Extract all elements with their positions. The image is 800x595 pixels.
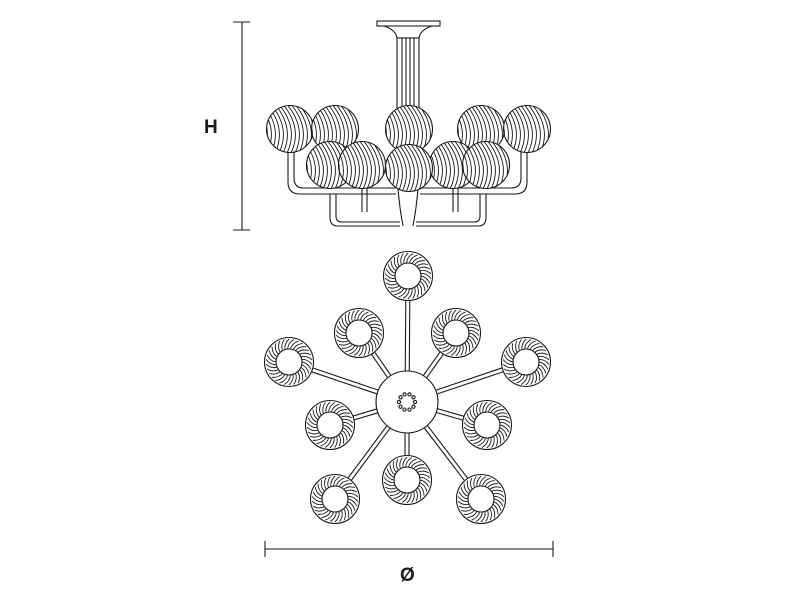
arm-line [353, 408, 377, 417]
arm-line [408, 301, 411, 372]
arm-line [351, 427, 391, 481]
hub-hole [407, 392, 412, 397]
plan-globe [333, 307, 385, 359]
arm-line [422, 351, 441, 376]
hub-hole [402, 407, 407, 412]
hub-hole [398, 395, 403, 400]
ceiling-canopy [376, 20, 441, 39]
center-hub [375, 370, 439, 434]
hub-hole [398, 404, 403, 409]
height-label: H [204, 117, 218, 138]
height-dimension-line [233, 21, 250, 231]
plan-globe [304, 399, 356, 451]
arm-tube [293, 150, 396, 189]
hub-hole [402, 392, 407, 397]
arm-line [435, 367, 502, 391]
plan-globe [381, 454, 433, 506]
hub-hole [412, 399, 418, 405]
arm-line [436, 411, 463, 421]
arm-line [426, 354, 444, 379]
plan-globe [382, 250, 434, 302]
arm-line [313, 367, 379, 391]
arm-line [374, 352, 392, 376]
arm-line [311, 371, 378, 395]
plan-globes [263, 250, 552, 525]
hub-holes [396, 392, 418, 412]
plan-globe [461, 399, 513, 451]
arm-line [423, 427, 465, 481]
hub-hole [407, 407, 412, 412]
arm-line [354, 412, 379, 421]
arm-tube [420, 150, 528, 195]
arm-tube [416, 194, 487, 227]
arm-tube [420, 150, 522, 189]
plan-globe [500, 336, 552, 388]
plan-view [263, 250, 552, 525]
hub-hole [411, 395, 416, 400]
arm-tube [287, 150, 396, 195]
plan-globe [430, 307, 482, 359]
arm-tube [416, 194, 481, 223]
plan-arms [311, 300, 504, 481]
hub-hole [396, 399, 402, 405]
arm-line [371, 354, 389, 379]
diameter-dimension-line [264, 541, 554, 557]
side-globes [265, 104, 552, 193]
side-view [265, 20, 552, 227]
plan-globe [309, 473, 361, 525]
arm-line [426, 425, 468, 479]
arm-line [404, 300, 407, 371]
plan-globe [263, 336, 315, 388]
arm-line [437, 408, 464, 417]
arm-line [347, 425, 388, 479]
hub-hole [411, 404, 416, 409]
arm-tube [335, 194, 400, 223]
plan-globe [455, 473, 507, 525]
diameter-label: Ø [400, 565, 415, 586]
arm-tube [329, 194, 400, 227]
arm-line [436, 371, 504, 395]
arms [287, 137, 528, 227]
